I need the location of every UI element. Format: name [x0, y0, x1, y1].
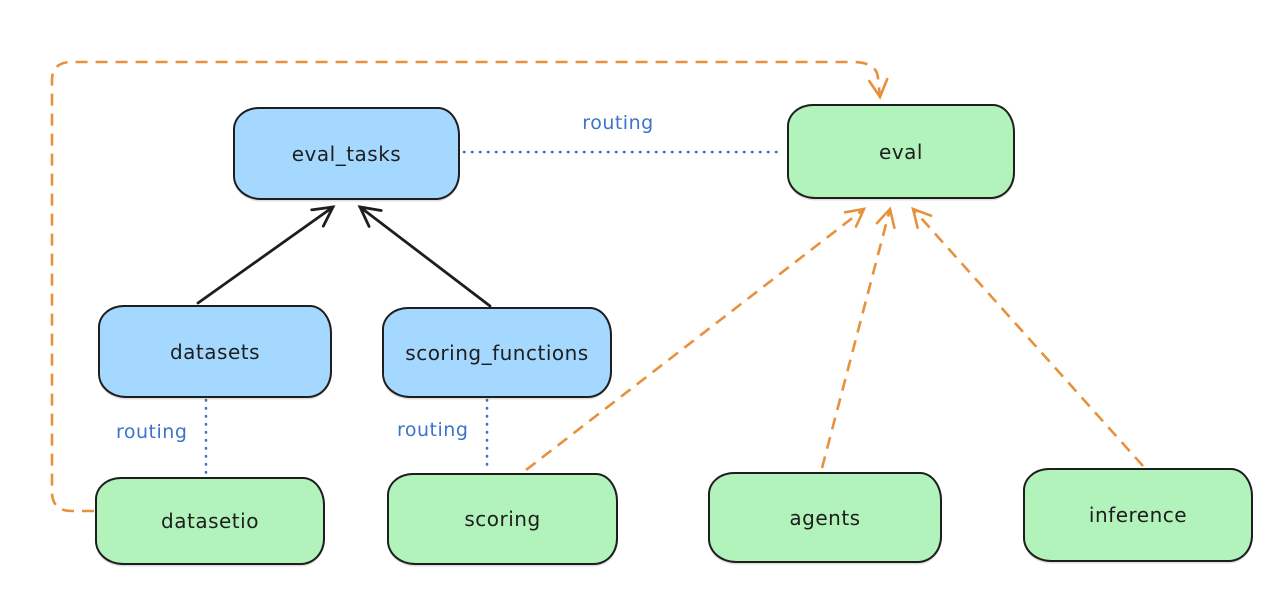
node-datasetio: datasetio: [95, 477, 325, 565]
edge-inference-to-eval: [911, 206, 1144, 467]
edge-label-routing-datasetio: routing: [116, 421, 188, 443]
edge-datasetio-to-eval: [50, 60, 889, 513]
node-datasetio-label: datasetio: [161, 509, 259, 533]
node-scoring: scoring: [387, 473, 618, 565]
edge-scoring-functions-to-eval-tasks: [357, 205, 492, 308]
node-eval: eval: [787, 104, 1015, 199]
node-agents: agents: [708, 472, 942, 563]
node-inference-label: inference: [1088, 503, 1188, 527]
edge-label-routing-scoring: routing: [397, 419, 469, 441]
node-datasets-label: datasets: [169, 339, 261, 364]
edge-agents-to-eval: [820, 206, 896, 469]
edge-label-routing-eval: routing: [582, 112, 654, 134]
node-scoring-functions-label: scoring_functions: [405, 340, 589, 365]
node-scoring-functions: scoring_functions: [382, 307, 612, 398]
node-eval-tasks-label: eval_tasks: [291, 141, 402, 166]
node-inference: inference: [1023, 468, 1253, 562]
node-datasets: datasets: [98, 305, 332, 398]
edge-datasets-to-eval-tasks: [196, 205, 336, 305]
edge-scoring-to-eval: [525, 207, 867, 472]
node-eval-label: eval: [879, 139, 923, 164]
node-agents-label: agents: [789, 505, 861, 530]
node-eval-tasks: eval_tasks: [233, 107, 460, 200]
node-scoring-label: scoring: [464, 507, 541, 531]
